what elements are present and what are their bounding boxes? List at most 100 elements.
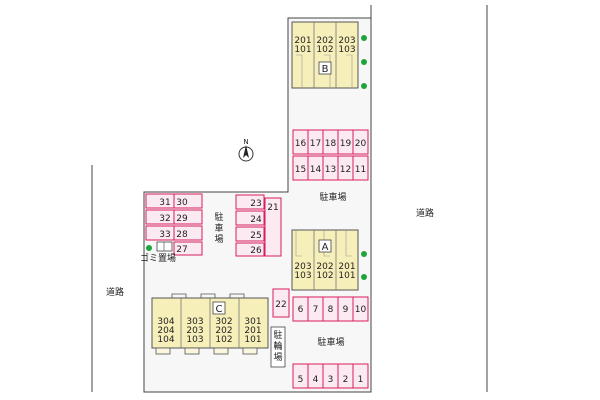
- building-b-stairs: [296, 54, 353, 88]
- slot-number: 4: [313, 375, 319, 385]
- building-c-stairs: [171, 293, 245, 298]
- building-b-letter: B: [322, 64, 329, 75]
- unit-label: 201: [294, 36, 311, 46]
- parking-right-upper: 16 17 18 19 20 15 14 13 12 11: [292, 129, 369, 181]
- unit-label: 103: [338, 45, 355, 55]
- tree-icon: [361, 59, 367, 65]
- unit-label: 202: [316, 36, 333, 46]
- parking-slot: [272, 288, 290, 318]
- tree-icon: [361, 35, 367, 41]
- garbage-label: ゴミ置場: [140, 252, 176, 264]
- slot-number: 27: [176, 245, 187, 255]
- unit-label: 101: [244, 335, 261, 345]
- unit-label: 303: [186, 317, 203, 327]
- parking-slot: [235, 210, 265, 226]
- slot-number: 22: [275, 300, 286, 310]
- parking-slot: [352, 129, 369, 155]
- slot-number: 8: [328, 305, 334, 315]
- vertical-label-char: 場: [273, 351, 282, 363]
- parking-right-lower: 6 7 8 9 10 5 4 3 2 1: [292, 296, 369, 389]
- bicycle-parking-box: [270, 326, 286, 368]
- building-b: 201 101 202 102 203 103 B: [291, 21, 359, 89]
- unit-label: 201: [338, 262, 355, 272]
- road-label-right: 道路: [416, 207, 434, 219]
- vertical-label-char: 駐: [273, 329, 282, 341]
- slot-number: 11: [355, 165, 366, 175]
- parking-slot: [352, 296, 369, 322]
- slot-number: 6: [298, 305, 304, 315]
- building-a-letter: A: [322, 242, 329, 253]
- parking-slot: [352, 363, 369, 389]
- building-b-letter-box: [318, 61, 332, 75]
- step-block: [155, 347, 171, 355]
- parking-slot: [173, 193, 203, 209]
- slot-number: 20: [355, 139, 367, 149]
- vertical-label-char: 車: [214, 222, 223, 234]
- slot-number: 26: [250, 246, 262, 256]
- step-block: [242, 347, 258, 355]
- step-block: [184, 347, 200, 355]
- slot-number: 12: [340, 165, 351, 175]
- slot-number: 7: [313, 305, 319, 315]
- garbage-label-text: ゴミ置場: [140, 252, 176, 264]
- building-a-body: [291, 229, 359, 291]
- bicycle-parking: 駐 輪 場: [270, 326, 286, 368]
- unit-label: 203: [338, 36, 355, 46]
- tree-icon: [146, 245, 152, 251]
- unit-label: 103: [294, 271, 311, 281]
- slot-number: 13: [325, 165, 336, 175]
- parking-slot: [235, 226, 265, 242]
- parking-middle: 23 24 25 26 21: [235, 194, 282, 257]
- tree-icon: [361, 274, 367, 280]
- unit-label: 104: [157, 335, 174, 345]
- slot-number: 33: [159, 230, 170, 240]
- slot-number: 31: [159, 198, 170, 208]
- building-c: C 304 204 104 303 203 103 302 202 102 30…: [151, 293, 269, 349]
- unit-label: 203: [294, 262, 311, 272]
- slot-number: 10: [355, 305, 367, 315]
- slot-number: 30: [176, 198, 188, 208]
- slot-number: 23: [250, 199, 261, 209]
- slot-number: 3: [328, 375, 334, 385]
- parking-left: 31 32 33 30 29 28 27: [145, 193, 203, 256]
- parking-label-top: 駐車場: [319, 191, 346, 203]
- north-label: N: [243, 138, 248, 146]
- north-pointer: [243, 145, 249, 158]
- slot-number: 29: [176, 214, 188, 224]
- road-label-left: 道路: [106, 286, 124, 298]
- building-a-stairs: [295, 230, 352, 257]
- building-c-letter: C: [216, 304, 223, 315]
- unit-label: 301: [244, 317, 261, 327]
- slot-number: 19: [340, 139, 352, 149]
- tree-icon: [361, 83, 367, 89]
- slot-number: 18: [325, 139, 337, 149]
- vertical-label-char: 駐: [214, 211, 223, 223]
- unit-label: 202: [316, 262, 333, 272]
- unit-label: 102: [316, 271, 333, 281]
- building-a-letter-box: [318, 239, 332, 253]
- parking-slot: [173, 209, 203, 225]
- tree-icon: [361, 251, 367, 257]
- slot-number: 1: [358, 375, 364, 385]
- parking-slot: [235, 242, 265, 257]
- building-c-letter-box: [212, 301, 226, 315]
- parking-slot: [173, 241, 203, 256]
- unit-label: 103: [186, 335, 203, 345]
- parking-slot: [235, 194, 265, 210]
- unit-label: 202: [215, 326, 232, 336]
- slot-number: 2: [343, 375, 349, 385]
- parking-label-left: 駐 車 場: [214, 211, 223, 245]
- slot-number: 15: [295, 165, 306, 175]
- building-a: A 203 103 202 102 201 101: [291, 229, 359, 291]
- step-block: [213, 347, 229, 355]
- parking-label-bottom: 駐車場: [317, 336, 344, 348]
- unit-label: 304: [157, 317, 174, 327]
- slot-number: 25: [250, 231, 261, 241]
- slot-number: 9: [343, 305, 349, 315]
- slot-number: 16: [295, 139, 307, 149]
- unit-label: 204: [157, 326, 174, 336]
- building-c-steps: [155, 347, 258, 355]
- slot-number: 5: [298, 375, 304, 385]
